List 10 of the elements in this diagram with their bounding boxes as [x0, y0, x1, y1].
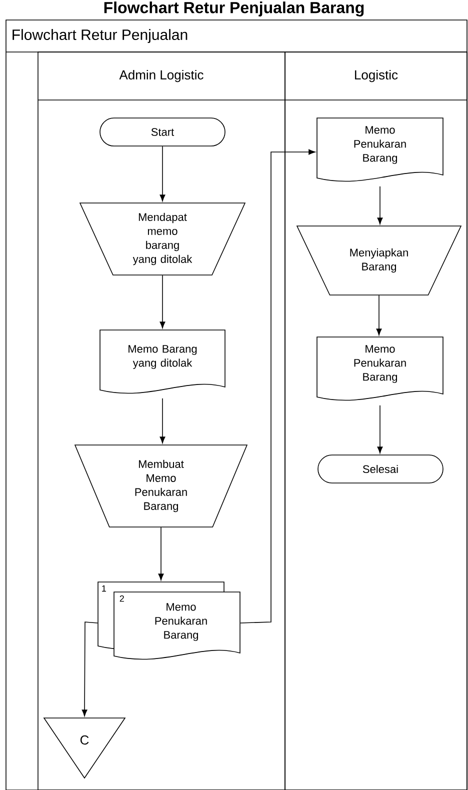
arrow [160, 275, 166, 328]
arrow [82, 622, 98, 716]
arrow [158, 527, 164, 580]
title-text: Flowchart Retur Penjualan Barang [104, 2, 364, 16]
arrow [376, 295, 382, 336]
arrow [377, 186, 383, 224]
arrow [160, 146, 166, 202]
arrow [160, 398, 166, 444]
arrow [240, 149, 316, 624]
arrow [377, 405, 383, 454]
